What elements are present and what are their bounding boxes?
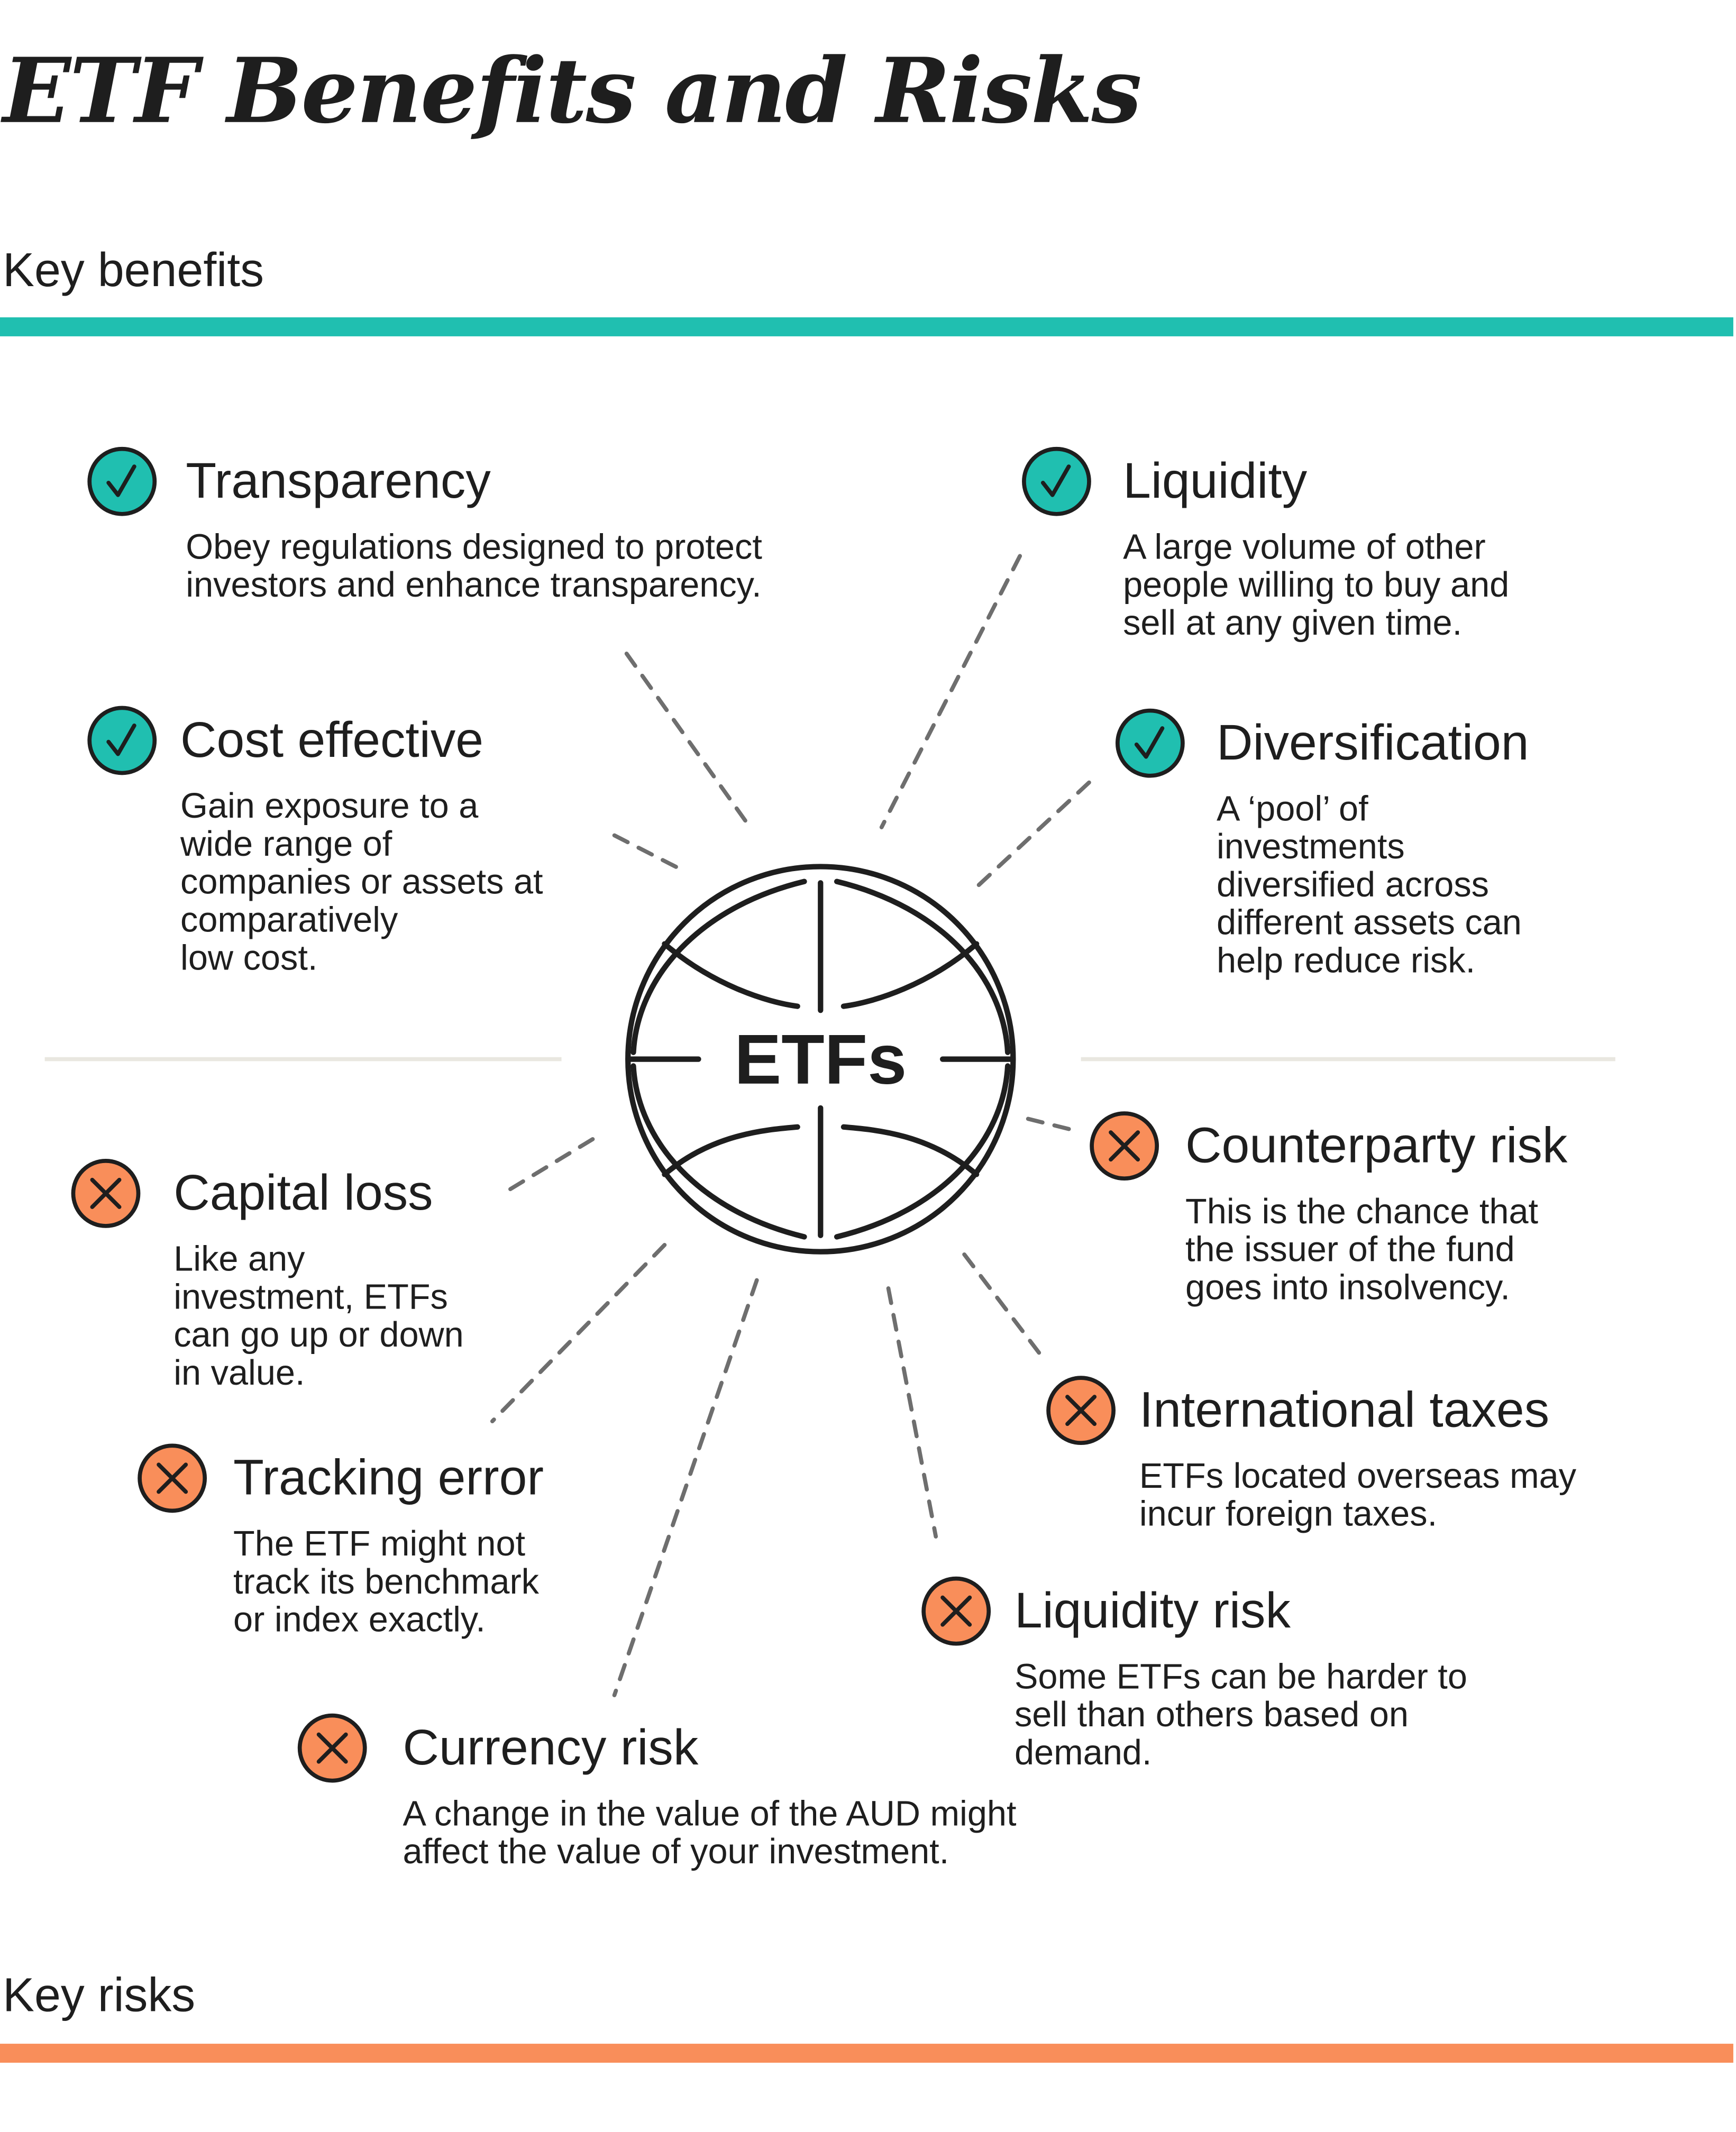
check-icon bbox=[87, 706, 157, 775]
check-icon bbox=[1115, 708, 1185, 778]
benefit-title: Liquidity bbox=[1123, 453, 1308, 509]
benefits-heading: Key benefits bbox=[3, 244, 264, 297]
center-label: ETFs bbox=[734, 1020, 907, 1099]
check-icon bbox=[1022, 446, 1091, 516]
cross-icon bbox=[1046, 1376, 1116, 1445]
risk-title: Tracking error bbox=[233, 1450, 544, 1506]
cross-icon bbox=[1090, 1111, 1159, 1181]
risk-desc: Like any investment, ETFs can go up or d… bbox=[173, 1238, 464, 1393]
connector bbox=[962, 1252, 1044, 1358]
risks-bar bbox=[0, 2044, 1733, 2063]
risk-desc: ETFs located overseas may incur foreign … bbox=[1139, 1455, 1577, 1534]
risk-capital-loss: Capital loss Like any investment, ETFs c… bbox=[70, 1158, 464, 1392]
benefit-desc: A large volume of other people willing t… bbox=[1123, 526, 1510, 643]
risks-heading: Key risks bbox=[3, 1969, 196, 2023]
benefit-title: Cost effective bbox=[180, 712, 484, 768]
connector bbox=[508, 1137, 595, 1192]
connector bbox=[879, 554, 1022, 829]
risk-desc: Some ETFs can be harder to sell than oth… bbox=[1014, 1655, 1467, 1773]
benefits-bar bbox=[0, 317, 1733, 336]
risk-desc: The ETF might not track its benchmark or… bbox=[233, 1523, 539, 1640]
benefit-desc: A ‘pool’ of investments diversified acro… bbox=[1216, 788, 1522, 981]
benefit-title: Diversification bbox=[1216, 715, 1529, 771]
benefit-desc: Obey regulations designed to protect inv… bbox=[186, 526, 762, 605]
risk-desc: A change in the value of the AUD might a… bbox=[403, 1792, 1017, 1872]
risk-title: Counterparty risk bbox=[1185, 1117, 1568, 1173]
connector bbox=[612, 833, 680, 870]
risk-currency: Currency risk A change in the value of t… bbox=[297, 1713, 1017, 1870]
benefit-transparency: Transparency Obey regulations designed t… bbox=[87, 446, 762, 603]
benefit-diversification: Diversification A ‘pool’ of investments … bbox=[1115, 708, 1529, 979]
risk-title: Capital loss bbox=[173, 1165, 433, 1221]
risk-tracking-error: Tracking error The ETF might not track i… bbox=[137, 1443, 544, 1638]
connector bbox=[612, 1278, 759, 1697]
risk-counterparty: Counterparty risk This is the chance tha… bbox=[1089, 1111, 1567, 1306]
connector bbox=[972, 780, 1091, 892]
benefit-liquidity: Liquidity A large volume of other people… bbox=[1021, 446, 1509, 642]
cross-icon bbox=[71, 1159, 141, 1228]
risk-title: Currency risk bbox=[403, 1719, 699, 1776]
risk-liquidity: Liquidity risk Some ETFs can be harder t… bbox=[921, 1576, 1467, 1771]
risk-title: International taxes bbox=[1139, 1381, 1550, 1438]
globe-icon bbox=[625, 864, 1016, 1255]
risk-title: Liquidity risk bbox=[1014, 1582, 1291, 1639]
connector bbox=[886, 1286, 938, 1539]
benefit-title: Transparency bbox=[186, 453, 491, 509]
benefit-cost-effective: Cost effective Gain exposure to a wide r… bbox=[87, 705, 543, 976]
connector bbox=[1026, 1117, 1074, 1132]
check-icon bbox=[87, 446, 157, 516]
benefit-desc: Gain exposure to a wide range of compani… bbox=[180, 785, 543, 978]
risk-international-taxes: International taxes ETFs located oversea… bbox=[1046, 1375, 1576, 1532]
cross-icon bbox=[297, 1713, 367, 1783]
risk-desc: This is the chance that the issuer of th… bbox=[1185, 1191, 1539, 1307]
page-title: ETF Benefits and Risks bbox=[3, 38, 1142, 144]
connector bbox=[490, 1242, 667, 1424]
cross-icon bbox=[138, 1443, 207, 1513]
connector bbox=[624, 652, 752, 829]
connector-lines bbox=[490, 554, 1091, 1697]
cross-icon bbox=[921, 1576, 991, 1646]
